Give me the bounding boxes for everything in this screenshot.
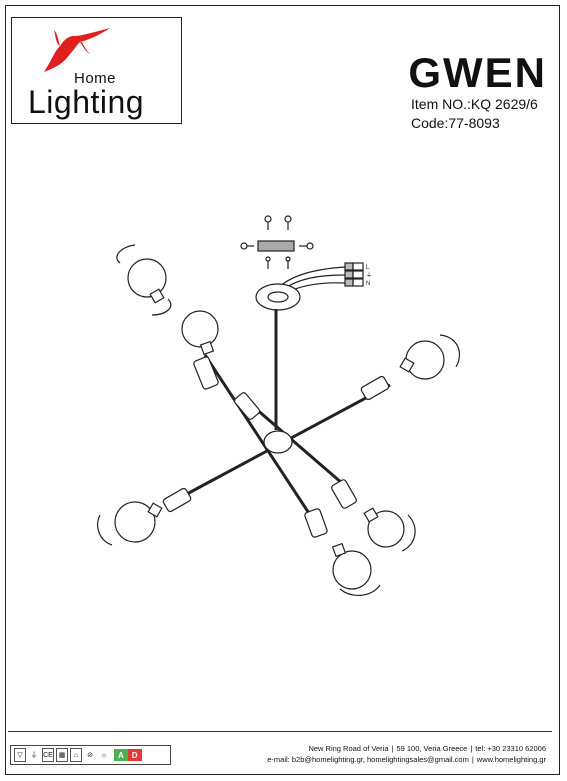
wire-label-earth: ⏚ — [366, 272, 372, 279]
bulb-2 — [181, 310, 219, 356]
flame-figure-icon — [44, 28, 110, 72]
item-number: Item NO.:KQ 2629/6 — [411, 96, 538, 112]
footer-address: New Ring Road of Veria — [308, 744, 389, 753]
screw-top-right — [284, 215, 292, 230]
weee-bin-icon: ▦ — [56, 748, 68, 762]
socket-4 — [162, 487, 192, 513]
ceiling-canopy — [255, 283, 301, 311]
footer-postal: 59 100, Veria Greece — [396, 744, 468, 753]
earth-ground-icon: ⏚ — [30, 752, 38, 759]
socket-6 — [304, 508, 328, 538]
bulb-4 — [97, 501, 163, 546]
brand-lighting-text: Lighting — [28, 84, 145, 120]
page-frame — [5, 5, 560, 775]
bulb-icon: ☼ — [100, 751, 108, 759]
footer-divider — [8, 731, 552, 732]
screw-right — [299, 242, 314, 250]
bulb-5 — [363, 507, 416, 552]
energy-class-a: A — [114, 749, 128, 761]
footer-phone: tel: +30 23310 62006 — [475, 744, 546, 753]
screw-bottom-right — [285, 256, 291, 269]
screw-top-left — [264, 215, 272, 230]
socket-3 — [360, 375, 390, 401]
brand-home-text: Home — [74, 70, 117, 87]
screw-bottom-left — [265, 256, 271, 269]
screw-left — [240, 242, 254, 250]
no-dimmer-icon: ⊘ — [87, 752, 93, 759]
product-title: GWEN — [408, 49, 547, 96]
product-code-value: 77-8093 — [448, 115, 500, 131]
product-code: Code:77-8093 — [411, 115, 500, 131]
mounting-hardware — [240, 215, 314, 269]
product-code-label: Code: — [411, 115, 449, 131]
wire-label-l: L — [366, 265, 370, 271]
socket-1 — [193, 356, 219, 390]
bulb-1 — [116, 244, 172, 316]
fixture-assembly-diagram: L ⏚ N — [97, 215, 461, 596]
wire-label-n: N — [366, 281, 370, 287]
brand-logo: Home Lighting — [11, 17, 182, 124]
bulb-3 — [399, 334, 461, 380]
socket-2 — [233, 392, 261, 420]
energy-class-scale: A D — [114, 749, 142, 761]
item-number-value: KQ 2629/6 — [470, 96, 538, 112]
arm-diagonal-a — [203, 354, 322, 531]
mounting-bracket — [257, 240, 295, 252]
item-number-label: Item NO.: — [411, 96, 471, 112]
central-hub — [263, 430, 293, 454]
footer-contact-line: e-mail: b2b@homelighting.gr, homelightin… — [267, 755, 546, 764]
energy-class-d: D — [127, 749, 142, 761]
socket-5 — [331, 479, 357, 509]
footer-website[interactable]: www.homelighting.gr — [476, 755, 546, 764]
ce-mark-icon: CE — [42, 748, 54, 762]
bulb-6 — [331, 542, 381, 596]
indoor-use-icon: ⌂ — [70, 748, 82, 762]
warning-triangle-icon: ▽ — [14, 748, 26, 762]
footer-email: e-mail: b2b@homelighting.gr, homelightin… — [267, 755, 469, 764]
certification-icons: ▽ ⏚ CE ▦ ⌂ ⊘ ☼ A D — [10, 745, 171, 765]
footer-address-line: New Ring Road of Veria|59 100, Veria Gre… — [308, 744, 546, 753]
